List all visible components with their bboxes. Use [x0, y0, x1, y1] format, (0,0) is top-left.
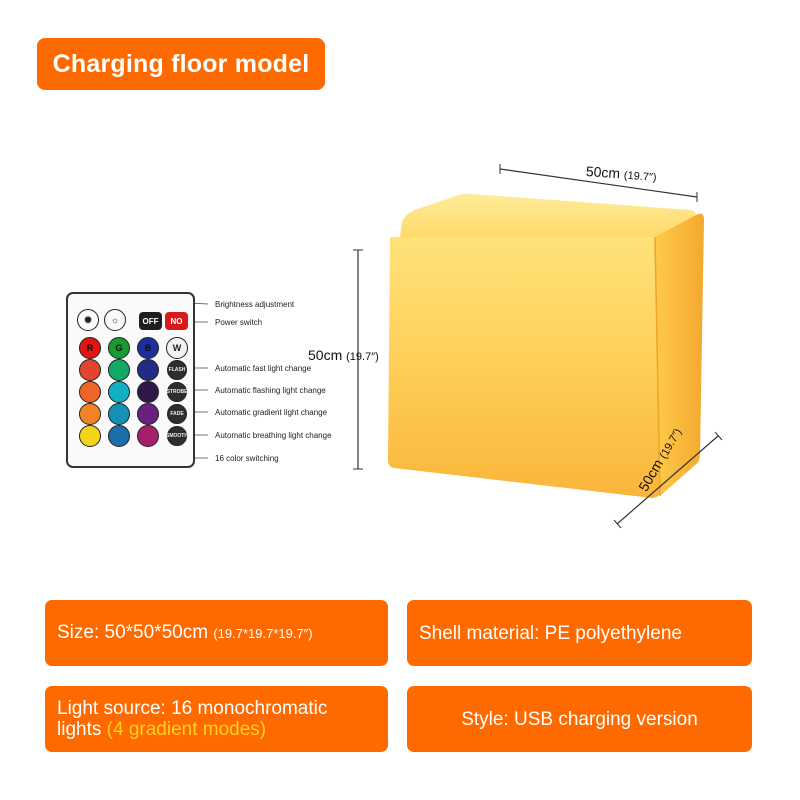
dimension-top-inch: (19.7″) — [623, 169, 657, 184]
color-button[interactable] — [108, 359, 130, 381]
callout-label: Automatic flashing light change — [215, 386, 326, 395]
color-button[interactable] — [137, 403, 159, 425]
mode-button-label: FADE — [170, 411, 184, 417]
spec-light-accent: (4 gradient modes) — [106, 719, 267, 740]
mode-button-label: SMOOTH — [166, 433, 188, 439]
cube-top-face — [400, 193, 696, 240]
color-button-label: B — [144, 343, 152, 353]
mode-button-fade[interactable]: FADE — [167, 404, 187, 424]
cube-edge — [654, 236, 661, 497]
cube-side-face — [655, 213, 704, 496]
spec-light-main: Light source: 16 monochromatic lights — [57, 698, 328, 740]
callout-label: Automatic gradient light change — [215, 408, 328, 417]
color-button[interactable] — [108, 403, 130, 425]
color-button-label: W — [172, 343, 182, 353]
power-on-button[interactable]: NO — [165, 312, 188, 330]
spec-size-text: Size: 50*50*50cm (19.7*19.7*19.7″) — [57, 622, 313, 644]
color-button[interactable]: G — [108, 337, 130, 359]
color-button[interactable]: B — [137, 337, 159, 359]
spec-size-inch: (19.7*19.7*19.7″) — [213, 626, 313, 641]
dimension-label-left: 50cm (19.7″) — [308, 347, 379, 363]
spec-light-box: Light source: 16 monochromatic lights (4… — [45, 686, 388, 752]
sun-icon: ☼ — [110, 315, 120, 325]
color-button[interactable]: R — [79, 337, 101, 359]
color-button-label: R — [86, 343, 94, 353]
brightness-up-button[interactable]: ☼ — [104, 309, 126, 331]
color-button[interactable] — [137, 425, 159, 447]
spec-style-text: Style: USB charging version — [461, 708, 698, 730]
color-button[interactable] — [79, 425, 101, 447]
mode-button-label: FLASH — [168, 367, 186, 373]
power-off-label: OFF — [142, 316, 159, 326]
mode-button-smooth[interactable]: SMOOTH — [166, 426, 188, 446]
spec-shell-text: Shell material: PE polyethylene — [419, 622, 682, 644]
color-button[interactable] — [108, 425, 130, 447]
dimension-left-value: 50cm — [308, 347, 343, 363]
color-button[interactable] — [79, 381, 101, 403]
cube-front-face — [388, 237, 662, 498]
page-title-badge: Charging floor model — [37, 38, 325, 90]
spec-shell-box: Shell material: PE polyethylene — [407, 600, 752, 666]
dimension-line-right — [616, 435, 719, 525]
color-button[interactable] — [137, 381, 159, 403]
callout-label: Power switch — [215, 318, 263, 327]
callout-label: Automatic fast light change — [215, 364, 312, 373]
power-on-label: NO — [170, 316, 183, 326]
mode-button-strobe[interactable]: STROBE — [167, 382, 187, 402]
page-title: Charging floor model — [52, 49, 310, 78]
mode-button-flash[interactable]: FLASH — [167, 360, 187, 380]
color-button[interactable] — [137, 359, 159, 381]
callout-label: Automatic breathing light change — [215, 431, 332, 440]
spec-size-main: Size: 50*50*50cm — [57, 622, 209, 643]
remote-control: ✺ ☼ OFF NO R G B W FLASH STROBE FADE SMOOTH — [66, 292, 195, 468]
power-off-button[interactable]: OFF — [139, 312, 162, 330]
dimension-top-value: 50cm — [585, 163, 621, 182]
color-button[interactable] — [108, 381, 130, 403]
sun-icon: ✺ — [84, 314, 92, 325]
callout-label: 16 color switching — [215, 454, 279, 463]
callout-label: Brightness adjustment — [215, 300, 295, 309]
dimension-left-inch: (19.7″) — [346, 351, 379, 363]
color-button-label: G — [115, 343, 123, 353]
spec-style-box: Style: USB charging version — [407, 686, 752, 752]
spec-light-text: Light source: 16 monochromatic lights (4… — [57, 698, 376, 740]
white-color-button[interactable]: W — [166, 337, 188, 359]
color-button[interactable] — [79, 359, 101, 381]
brightness-down-button[interactable]: ✺ — [77, 309, 99, 331]
dimension-line-top — [499, 168, 698, 198]
color-button[interactable] — [79, 403, 101, 425]
spec-size-box: Size: 50*50*50cm (19.7*19.7*19.7″) — [45, 600, 388, 666]
mode-button-label: STROBE — [166, 389, 188, 395]
